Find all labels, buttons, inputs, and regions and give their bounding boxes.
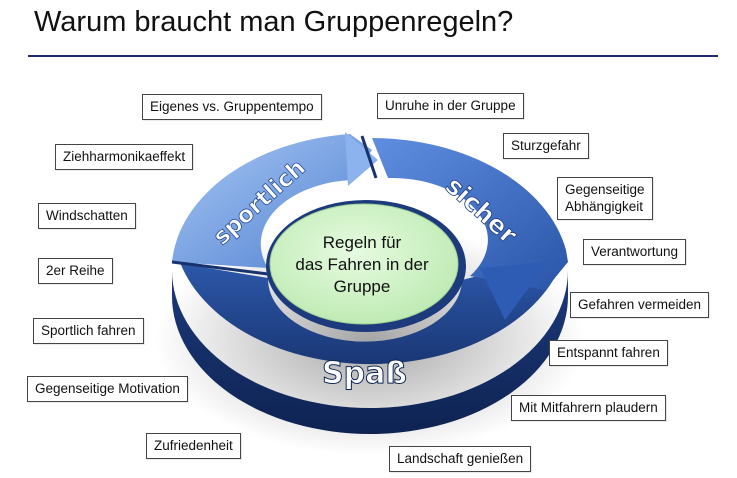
segment-divider-left xyxy=(171,260,269,276)
segment-spass xyxy=(172,250,566,365)
box-entspannt-fahren: Entspannt fahren xyxy=(549,340,668,366)
segment-sicher xyxy=(372,138,568,290)
box-2er-reihe: 2er Reihe xyxy=(38,258,113,284)
box-verantwortung: Verantwortung xyxy=(583,239,687,265)
box-gefahren-vermeiden: Gefahren vermeiden xyxy=(570,292,710,318)
box-ziehharmonikaeffekt: Ziehharmonikaeffekt xyxy=(55,144,194,170)
box-gegenseitige-line1: Gegenseitige xyxy=(565,182,645,197)
box-sportlich-fahren: Sportlich fahren xyxy=(33,318,144,344)
center-label: Regeln für das Fahren in der Gruppe xyxy=(252,232,472,298)
box-landschaft-geniessen: Landschaft genießen xyxy=(389,446,532,472)
segment-sportlich xyxy=(172,134,372,268)
sicher-arrow-tip xyxy=(480,262,548,320)
title-underline xyxy=(28,55,718,57)
box-gegenseitige-motivation: Gegenseitige Motivation xyxy=(27,376,188,402)
box-zufriedenheit: Zufriedenheit xyxy=(146,433,241,459)
center-line-3: Gruppe xyxy=(333,277,391,296)
box-abhaengigkeit-line2: Abhängigkeit xyxy=(565,199,644,214)
center-line-1: Regeln für xyxy=(322,233,402,252)
box-windschatten: Windschatten xyxy=(38,203,136,229)
center-line-2: das Fahren in der xyxy=(295,255,429,274)
ring-side xyxy=(172,270,568,434)
sportlich-arrow-tip xyxy=(345,132,378,186)
box-mit-mitfahrern-plaudern: Mit Mitfahrern plaudern xyxy=(511,395,666,421)
box-eigenes-vs-gruppentempo: Eigenes vs. Gruppentempo xyxy=(142,94,322,120)
box-unruhe-in-der-gruppe: Unruhe in der Gruppe xyxy=(377,93,524,119)
box-gegenseitige-abhaengigkeit: Gegenseitige Abhängigkeit xyxy=(557,177,653,220)
label-spass: Spaß xyxy=(322,356,407,391)
box-sturzgefahr: Sturzgefahr xyxy=(503,133,589,159)
page-title: Warum braucht man Gruppenregeln? xyxy=(34,6,514,38)
segment-divider-top xyxy=(360,135,378,179)
center-ellipse xyxy=(269,203,459,325)
